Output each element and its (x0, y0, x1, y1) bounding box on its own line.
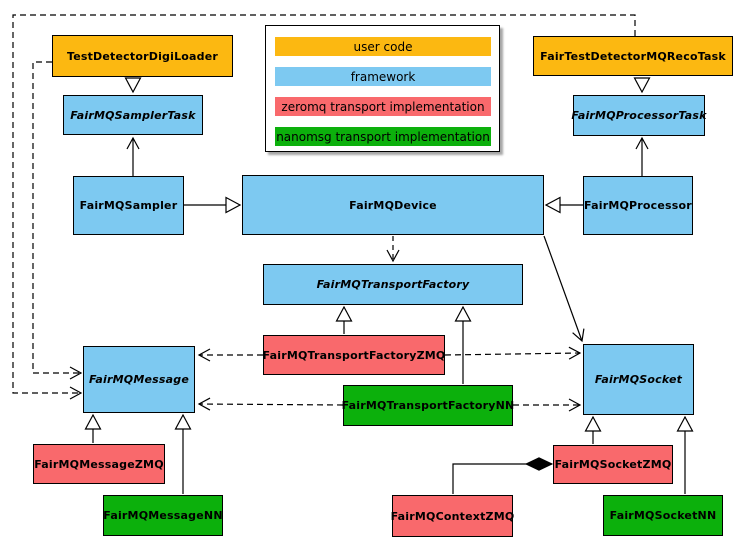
node-fairtestdetectormqrecotask: FairTestDetectorMQRecoTask (533, 36, 733, 76)
node-fairmqmessagenn: FairMQMessageNN (103, 495, 223, 536)
edge-composition-contextzmq-socketzmq (452, 457, 554, 494)
node-fairmqdevice: FairMQDevice (242, 175, 544, 235)
legend-item-framework: framework (275, 67, 491, 86)
edge-dep-recotask-message (12, 14, 636, 400)
node-fairmqmessagezmq: FairMQMessageZMQ (33, 444, 165, 484)
node-fairmqmessage: FairMQMessage (83, 346, 195, 413)
node-fairmqtransportfactorynn: FairMQTransportFactoryNN (342, 385, 514, 426)
node-fairmqcontextzmq: FairMQContextZMQ (391, 495, 514, 537)
node-fairmqtransportfactory: FairMQTransportFactory (263, 264, 523, 305)
edge-dep-factoryzmq-socket (444, 346, 582, 360)
node-testdetectordigiloader: TestDetectorDigiLoader (52, 35, 233, 77)
node-fairmqsocketnn: FairMQSocketNN (603, 495, 723, 536)
edge-dep-digiloader-message (32, 61, 83, 380)
node-fairmqtransportfactoryzmq: FairMQTransportFactoryZMQ (263, 335, 445, 375)
legend-item-nanomsg: nanomsg transport implementation (275, 127, 491, 146)
node-fairmqprocessor: FairMQProcessor (583, 176, 693, 235)
node-fairmqprocessortask: FairMQProcessorTask (571, 95, 706, 136)
node-fairmqsampler: FairMQSampler (73, 176, 184, 235)
legend-item-zeromq: zeromq transport implementation (275, 97, 491, 116)
legend-box: user code framework zeromq transport imp… (265, 25, 500, 152)
node-fairmqsocketzmq: FairMQSocketZMQ (553, 445, 673, 484)
node-fairmqsocket: FairMQSocket (583, 344, 694, 415)
node-fairmqsamplertask: FairMQSamplerTask (63, 95, 203, 135)
edge-arrow-device-socket (543, 235, 585, 343)
legend-item-user-code: user code (275, 37, 491, 56)
edge-dep-factorynn-message (197, 397, 344, 411)
